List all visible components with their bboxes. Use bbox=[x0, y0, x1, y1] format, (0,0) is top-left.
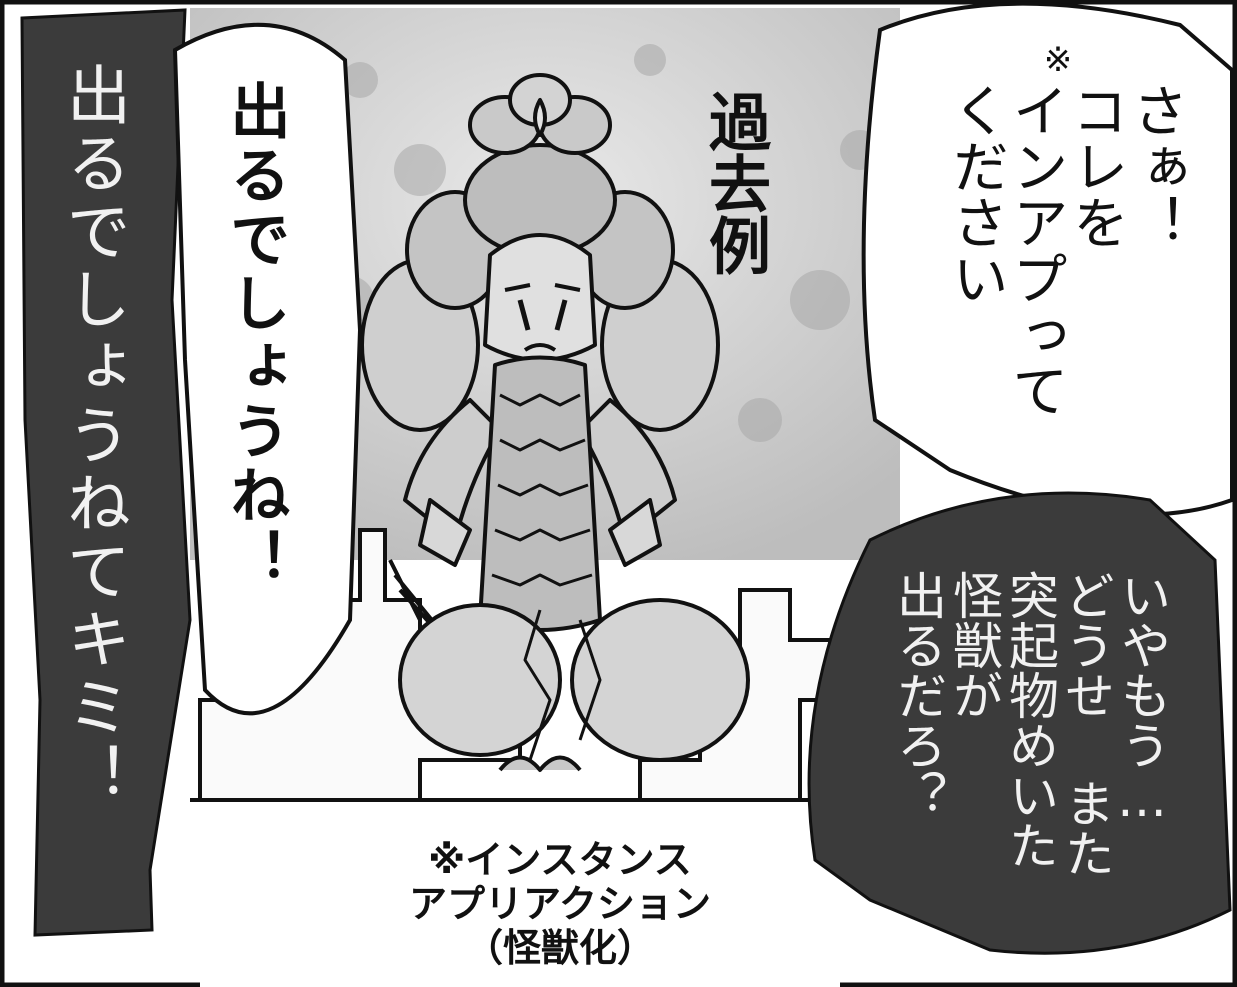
dark-line-3: 突起物めいた bbox=[1001, 570, 1059, 870]
reference-mark: ※ bbox=[1038, 40, 1078, 80]
sky-label-text: 過去例 bbox=[698, 90, 771, 276]
dark-line-5: 出るだろ？ bbox=[889, 570, 947, 820]
bubble-line-1: さぁ！ bbox=[1123, 82, 1188, 250]
footnote-line-3: （怪獣化） bbox=[464, 926, 655, 970]
dark-line-4: 怪獣が bbox=[945, 570, 1003, 720]
left-bubble-text: 出るでしょうね！ bbox=[220, 80, 290, 592]
footnote-line-1: ※インスタンス bbox=[428, 838, 692, 882]
footnote-line-2: アプリアクション bbox=[408, 882, 712, 926]
right-dark-bubble-text: いやもう… どうせ また 突起物めいた 怪獣が 出るだろ？ bbox=[870, 570, 1171, 930]
dark-speech-bubble-right bbox=[807, 491, 1232, 955]
bubble-line-3: インアプって bbox=[1003, 82, 1068, 418]
right-white-bubble-text: さぁ！ コレを インアプって ください bbox=[935, 82, 1188, 462]
dark-line-2: どうせ また bbox=[1057, 570, 1115, 878]
bubble-line-2: コレを bbox=[1063, 82, 1128, 250]
bubble-line-4: ください bbox=[943, 82, 1008, 306]
kaiju-figure bbox=[360, 73, 750, 772]
footnote: ※インスタンス アプリアクション （怪獣化） bbox=[370, 838, 750, 970]
dark-line-1: いやもう… bbox=[1113, 570, 1171, 828]
white-speech-bubble-left bbox=[172, 22, 363, 716]
left-caption-text: 出るでしょうねてキミ！ bbox=[56, 62, 130, 810]
ground bbox=[200, 800, 840, 987]
